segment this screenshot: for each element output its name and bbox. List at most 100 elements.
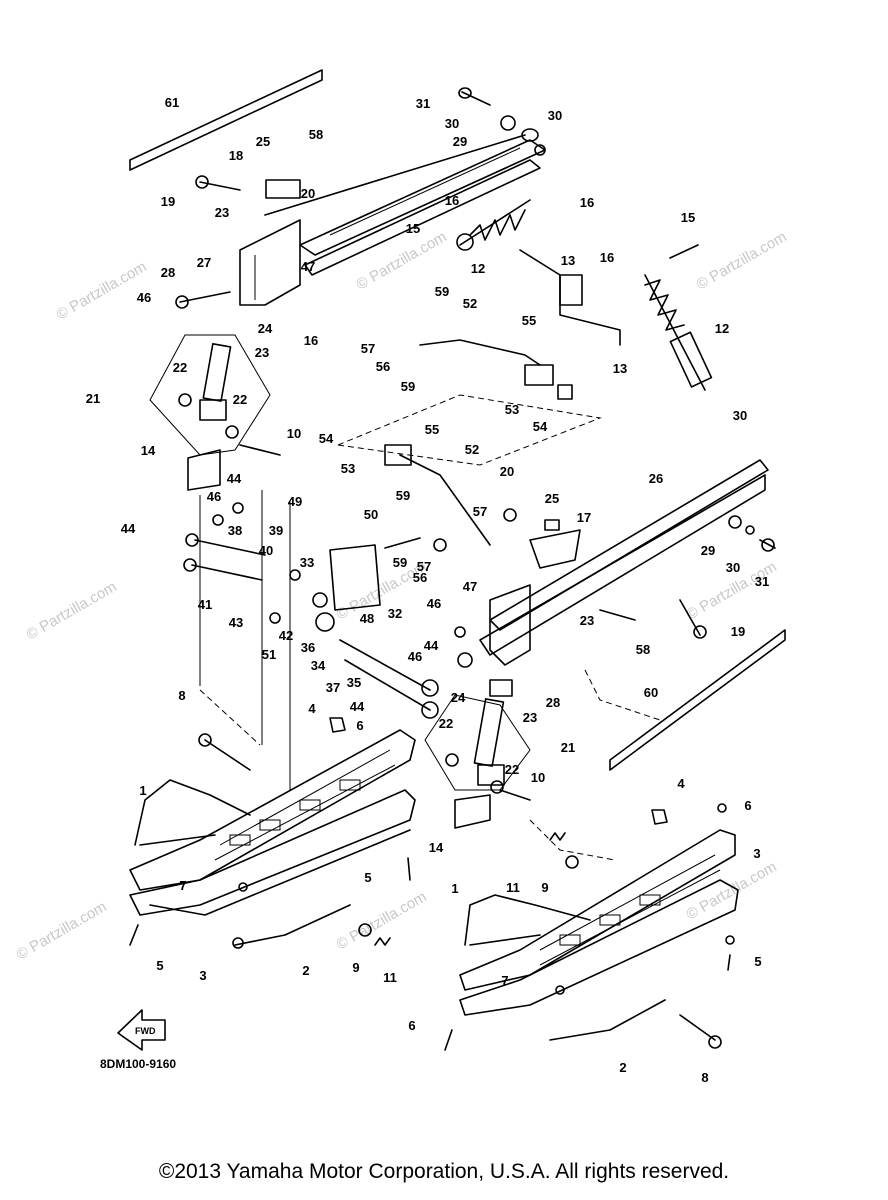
callout-52: 52 (465, 442, 479, 457)
callout-15: 15 (681, 210, 695, 225)
callout-46: 46 (137, 290, 151, 305)
watermark-group: © Partzilla.com © Partzilla.com © Partzi… (14, 228, 790, 963)
callout-25: 25 (545, 491, 559, 506)
callout-57: 57 (473, 504, 487, 519)
callout-2: 2 (619, 1060, 626, 1075)
ski-left (129, 717, 416, 949)
callout-2: 2 (302, 963, 309, 978)
callout-13: 13 (613, 361, 627, 376)
decal-strip (129, 69, 323, 171)
callout-56: 56 (413, 570, 427, 585)
callout-47: 47 (463, 579, 477, 594)
callout-37: 37 (326, 680, 340, 695)
callout-55: 55 (425, 422, 439, 437)
callout-52: 52 (463, 296, 477, 311)
ski-right (444, 803, 739, 1051)
callout-15: 15 (406, 221, 420, 236)
callout-27: 27 (197, 255, 211, 270)
callout-44: 44 (350, 699, 365, 714)
callout-11: 11 (383, 970, 397, 985)
callout-61: 61 (165, 95, 179, 110)
callout-8: 8 (701, 1070, 708, 1085)
callout-8: 8 (178, 688, 185, 703)
bolt (669, 244, 699, 259)
slide-rail-inner (304, 159, 541, 276)
bolt (461, 91, 491, 106)
link-arm (519, 249, 621, 346)
callout-23: 23 (580, 613, 594, 628)
callout-24: 24 (451, 690, 466, 705)
bolt (199, 181, 241, 191)
callout-14: 14 (429, 840, 444, 855)
callout-29: 29 (453, 134, 467, 149)
callout-5: 5 (156, 958, 163, 973)
diagram-code: 8DM100-9160 (100, 1057, 176, 1071)
watermark: © Partzilla.com (14, 898, 110, 963)
bracket (239, 219, 301, 306)
shaft (264, 134, 526, 216)
bolt-head (195, 175, 209, 189)
callout-30: 30 (445, 116, 459, 131)
callout-50: 50 (364, 507, 378, 522)
shaft-end (521, 128, 539, 142)
washer (534, 144, 546, 156)
callout-11: 11 (506, 880, 520, 895)
callout-38: 38 (228, 523, 242, 538)
fwd-arrow-icon: FWD (117, 1009, 166, 1051)
callout-19: 19 (161, 194, 175, 209)
shock-absorber (456, 199, 531, 251)
callout-41: 41 (198, 597, 212, 612)
plate (524, 364, 554, 386)
callout-35: 35 (347, 675, 361, 690)
callout-12: 12 (715, 321, 729, 336)
watermark: © Partzilla.com (694, 228, 790, 293)
stopper-block (559, 274, 583, 306)
callout-10: 10 (531, 770, 545, 785)
callout-46: 46 (408, 649, 422, 664)
callout-7: 7 (179, 878, 186, 893)
callout-26: 26 (649, 471, 663, 486)
callout-48: 48 (360, 611, 374, 626)
callout-16: 16 (580, 195, 594, 210)
callout-30: 30 (726, 560, 740, 575)
callout-59: 59 (435, 284, 449, 299)
cap (557, 384, 573, 400)
callout-16: 16 (600, 250, 614, 265)
swing-arm-right (424, 679, 531, 829)
callout-54: 54 (533, 419, 548, 434)
callout-22: 22 (439, 716, 453, 731)
callout-18: 18 (229, 148, 243, 163)
callout-24: 24 (258, 321, 273, 336)
callout-16: 16 (304, 333, 318, 348)
callout-30: 30 (733, 408, 747, 423)
callout-22: 22 (173, 360, 187, 375)
callout-39: 39 (269, 523, 283, 538)
callout-6: 6 (356, 718, 363, 733)
callout-53: 53 (505, 402, 519, 417)
bolt-head (175, 295, 189, 309)
callout-17: 17 (577, 510, 591, 525)
watermark: © Partzilla.com (334, 888, 430, 953)
callout-3: 3 (199, 968, 206, 983)
callout-6: 6 (408, 1018, 415, 1033)
callout-55: 55 (522, 313, 536, 328)
callout-13: 13 (561, 253, 575, 268)
callout-25: 25 (256, 134, 270, 149)
callout-49: 49 (288, 494, 302, 509)
callout-12: 12 (471, 261, 485, 276)
callout-28: 28 (546, 695, 560, 710)
callout-32: 32 (388, 606, 402, 621)
callout-51: 51 (262, 647, 276, 662)
callout-5: 5 (364, 870, 371, 885)
callout-36: 36 (301, 640, 315, 655)
fwd-label: FWD (135, 1026, 156, 1036)
callout-5: 5 (754, 954, 761, 969)
washer (500, 115, 516, 131)
callout-42: 42 (279, 628, 293, 643)
callout-29: 29 (701, 543, 715, 558)
center-linkage (384, 444, 786, 771)
shock-absorber-right (644, 274, 713, 391)
callout-19: 19 (731, 624, 745, 639)
